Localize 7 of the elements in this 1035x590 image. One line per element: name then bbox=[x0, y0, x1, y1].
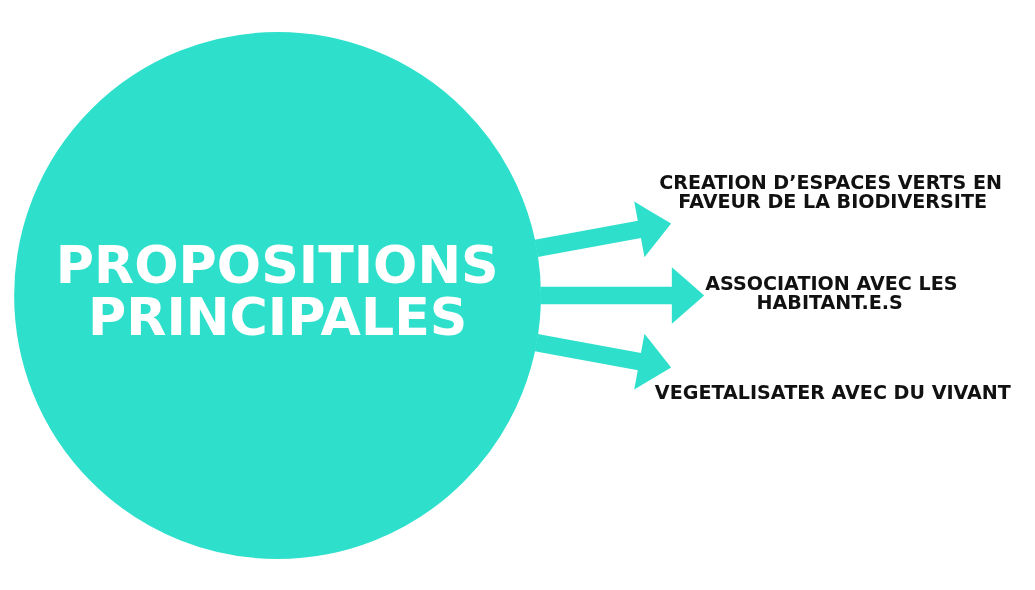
arrow bbox=[534, 333, 672, 389]
node-text: ASSOCIATION AVEC LES HABITANT.E.S bbox=[705, 271, 958, 314]
arrow bbox=[540, 266, 705, 324]
node-text: VEGETALISATER AVEC DU VIVANT bbox=[654, 380, 1011, 404]
node-text: CREATION D’ESPACES VERTS EN FAVEUR DE LA BIODIVERSITE bbox=[659, 170, 1003, 213]
node-circle: PROPOSITIONS PRINCIPALES bbox=[14, 31, 541, 559]
arrow bbox=[534, 201, 672, 257]
